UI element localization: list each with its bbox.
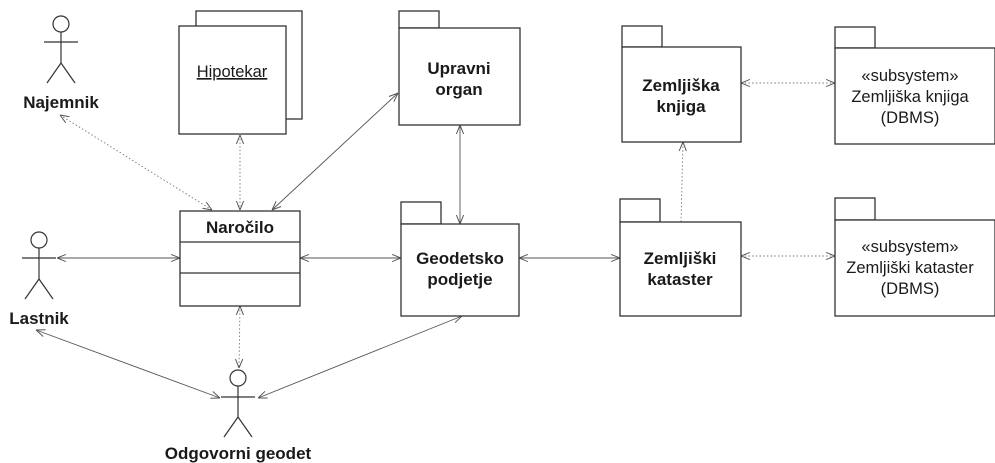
connectors — [36, 83, 835, 398]
package-upravni-organ: Upravni organ — [398, 10, 521, 126]
actor-najemnik: Najemnik — [23, 15, 99, 112]
package-geodetsko-podjetje: Geodetsko podjetje — [400, 201, 520, 317]
link-kataster-knjiga — [681, 142, 683, 223]
actor-odgovorni-geodet: Odgovorni geodet — [165, 369, 312, 463]
subsystem-kataster-name: Zemljiški kataster — [846, 259, 974, 277]
subsystem-kataster-stereotype: «subsystem» — [861, 238, 958, 256]
geodetsko-podjetje-line2: podjetje — [427, 270, 492, 289]
geodetsko-podjetje-line1: Geodetsko — [416, 249, 504, 268]
zemljiska-knjiga-line1: Zemljiška — [642, 76, 720, 95]
actor-najemnik-label: Najemnik — [23, 93, 99, 112]
subsystem-kataster-dbms: (DBMS) — [881, 280, 940, 298]
zemljiska-knjiga-line2: knjiga — [656, 97, 706, 116]
narocilo-label: Naročilo — [206, 218, 274, 237]
subsystem-zemljiska-knjiga: «subsystem» Zemljiška knjiga (DBMS) — [834, 26, 995, 145]
link-najemnik-narocilo — [60, 115, 212, 210]
narocilo-class: Naročilo — [179, 210, 301, 307]
subsystem-knjiga-dbms: (DBMS) — [881, 109, 940, 127]
link-lastnik-geodet — [36, 330, 220, 398]
actor-lastnik: Lastnik — [9, 231, 69, 328]
actor-lastnik-label: Lastnik — [9, 309, 69, 328]
upravni-organ-line2: organ — [435, 80, 482, 99]
link-upravni-narocilo — [272, 93, 398, 210]
hipotekar-label: Hipotekar — [197, 63, 268, 81]
package-zemljiska-knjiga: Zemljiška knjiga — [621, 25, 742, 143]
upravni-organ-line1: Upravni — [427, 59, 490, 78]
package-zemljiski-kataster: Zemljiški kataster — [619, 198, 742, 317]
subsystem-zemljiski-kataster: «subsystem» Zemljiški kataster (DBMS) — [834, 197, 995, 317]
link-narocilo-geodet — [239, 306, 240, 368]
zemljiski-kataster-line2: kataster — [647, 270, 713, 289]
subsystem-knjiga-name: Zemljiška knjiga — [851, 88, 969, 106]
hipotekar-object: Hipotekar — [178, 10, 303, 135]
subsystem-knjiga-stereotype: «subsystem» — [861, 67, 958, 85]
actor-odgovorni-geodet-label: Odgovorni geodet — [165, 444, 312, 463]
link-geodetsko-geodet — [258, 316, 462, 398]
zemljiski-kataster-line1: Zemljiški — [644, 249, 717, 268]
